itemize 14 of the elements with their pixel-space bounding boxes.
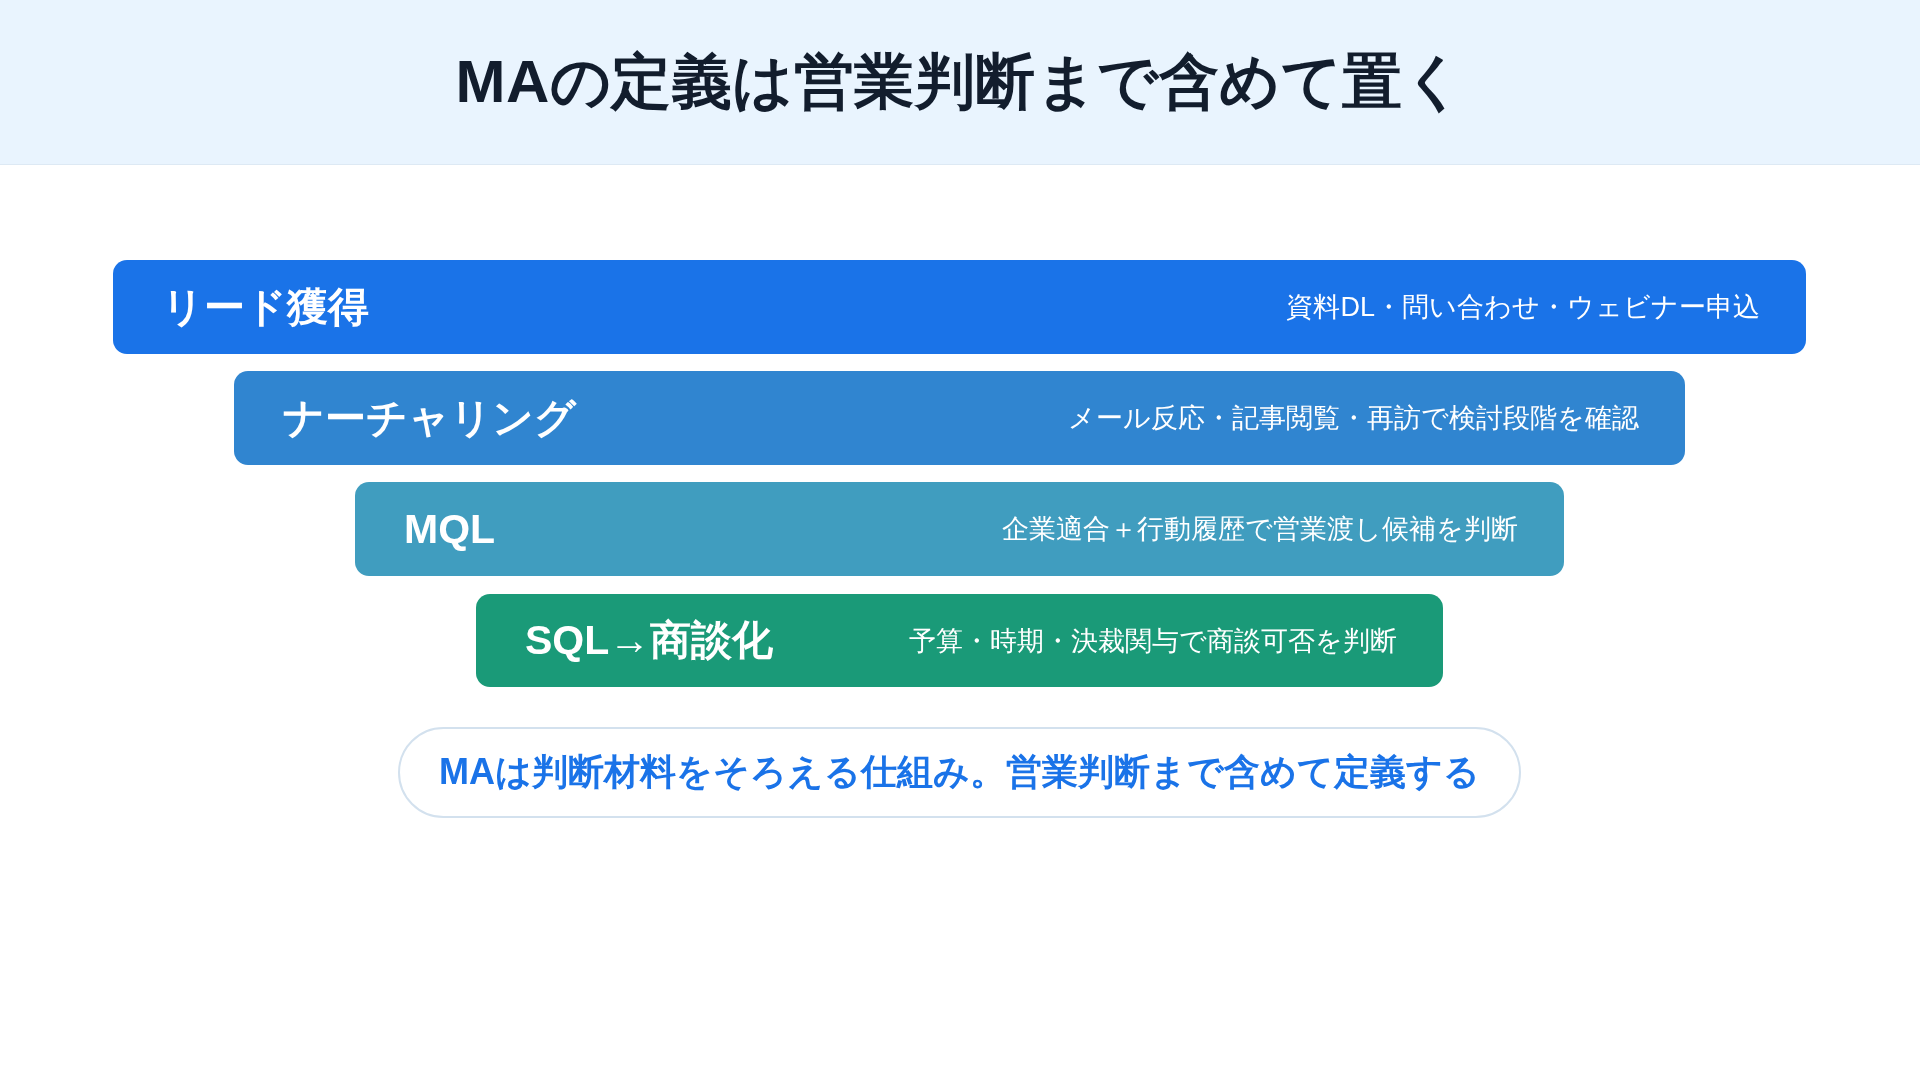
stage-description: メール反応・記事閲覧・再訪で検討段階を確認: [1068, 402, 1639, 435]
stage-heading: SQL→商談化: [525, 616, 774, 665]
stage-heading: MQL: [404, 505, 496, 553]
title: MAの定義は営業判断まで含めて置く: [455, 46, 1465, 117]
stage-bar: [234, 371, 1685, 465]
stage-bar: [355, 482, 1564, 576]
stage-description: 資料DL・問い合わせ・ウェビナー申込: [1286, 291, 1760, 324]
stage-heading: リード獲得: [162, 282, 369, 332]
stage-bar: [113, 260, 1806, 354]
summary-text: MAは判断材料をそろえる仕組み。営業判断まで含めて定義する: [439, 750, 1480, 794]
stage-description: 企業適合＋行動履歴で営業渡し候補を判断: [1002, 513, 1518, 546]
stage-heading: ナーチャリング: [283, 393, 576, 443]
stage-bar: [476, 594, 1443, 687]
stage-description: 予算・時期・決裁関与で商談可否を判断: [909, 624, 1397, 658]
